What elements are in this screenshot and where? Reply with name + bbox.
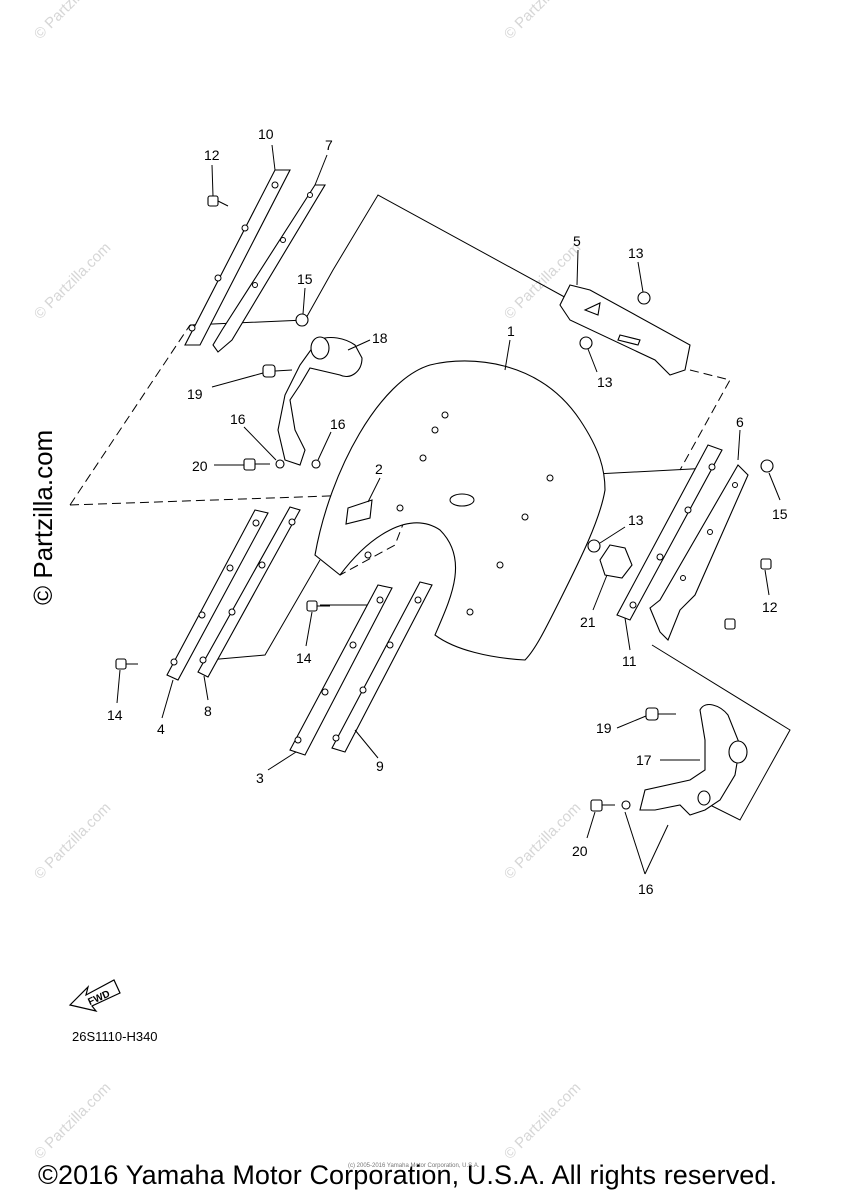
callout-12: 12 <box>204 147 220 163</box>
bolt-14-mid <box>306 600 330 612</box>
callout-15: 15 <box>772 506 788 522</box>
bolt-19-lower <box>645 707 676 721</box>
bolt-12-right-b <box>724 618 736 630</box>
callout-7: 7 <box>325 137 333 153</box>
callout-11: 11 <box>622 653 637 669</box>
bracket-6 <box>649 464 749 641</box>
clip-21 <box>599 544 633 579</box>
nut-15-upper <box>295 313 309 327</box>
bolt-12-upper <box>207 195 229 207</box>
bracket-17 <box>639 704 748 816</box>
washer-16-c <box>621 800 631 810</box>
callout-16: 16 <box>330 416 346 432</box>
bracket-5 <box>559 284 691 376</box>
bolt-20-lower <box>590 799 615 812</box>
callout-16: 16 <box>638 881 654 897</box>
callout-9: 9 <box>376 758 384 774</box>
callout-5: 5 <box>573 233 581 249</box>
callout-18: 18 <box>372 330 388 346</box>
nut-13-mid <box>579 336 593 350</box>
partzilla-watermark: © Partzilla.com <box>28 430 58 605</box>
fwd-arrow-icon: FWD <box>68 979 121 1012</box>
bracket-7 <box>212 184 326 353</box>
callout-13: 13 <box>628 512 644 528</box>
bolt-19-upper <box>262 364 293 378</box>
fwd-label: FWD <box>87 989 112 1008</box>
callout-3: 3 <box>256 770 264 786</box>
nut-15-right <box>760 459 774 473</box>
strip-3 <box>289 584 393 756</box>
callout-16: 16 <box>230 411 246 427</box>
callout-19: 19 <box>596 720 612 736</box>
callout-20: 20 <box>192 458 208 474</box>
watermark: © Partzilla.com <box>31 0 114 43</box>
callout-1: 1 <box>507 323 515 339</box>
callout-10: 10 <box>258 126 274 142</box>
rail-10 <box>184 169 291 346</box>
watermark: © Partzilla.com <box>31 1079 114 1162</box>
nut-13-right <box>587 539 601 553</box>
leader-lines <box>116 144 781 875</box>
callout-13: 13 <box>597 374 613 390</box>
watermark: © Partzilla.com <box>31 239 114 322</box>
callout-15: 15 <box>297 271 313 287</box>
watermark: © Partzilla.com <box>501 0 584 43</box>
callout-17: 17 <box>636 752 652 768</box>
bolt-12-right-a <box>760 558 772 570</box>
copyright-notice: ©2016 Yamaha Motor Corporation, U.S.A. A… <box>38 1160 778 1190</box>
callout-6: 6 <box>736 414 744 430</box>
callout-14: 14 <box>296 650 312 666</box>
fasteners <box>115 195 774 812</box>
callout-12: 12 <box>762 599 778 615</box>
callout-20: 20 <box>572 843 588 859</box>
bracket-18 <box>277 336 363 466</box>
nut-13-top <box>637 291 651 305</box>
callout-13: 13 <box>628 245 644 261</box>
callout-19: 19 <box>187 386 203 402</box>
strip-4 <box>166 509 269 681</box>
strip-9 <box>331 581 433 753</box>
watermark: © Partzilla.com <box>501 799 584 882</box>
small-copyright: (c) 2005-2016 Yamaha Motor Corporation, … <box>348 1163 480 1169</box>
callout-14: 14 <box>107 707 123 723</box>
callout-4: 4 <box>157 721 165 737</box>
callout-8: 8 <box>204 703 212 719</box>
windshield <box>314 360 606 661</box>
washer-16-a <box>275 459 285 469</box>
diagram-code: 26S1110-H340 <box>72 1029 158 1044</box>
callout-2: 2 <box>375 461 383 477</box>
washer-16-b <box>311 459 321 469</box>
rail-11 <box>616 444 723 621</box>
strip-8 <box>197 506 301 678</box>
callouts: 10 7 12 15 1 5 13 13 18 19 16 16 20 2 6 … <box>107 126 788 897</box>
callout-21: 21 <box>580 614 596 630</box>
watermark: © Partzilla.com <box>31 799 114 882</box>
bolt-14-left <box>115 658 138 670</box>
bolt-20-upper <box>243 458 270 471</box>
windshield-label <box>345 499 373 525</box>
watermark: © Partzilla.com <box>501 1079 584 1162</box>
